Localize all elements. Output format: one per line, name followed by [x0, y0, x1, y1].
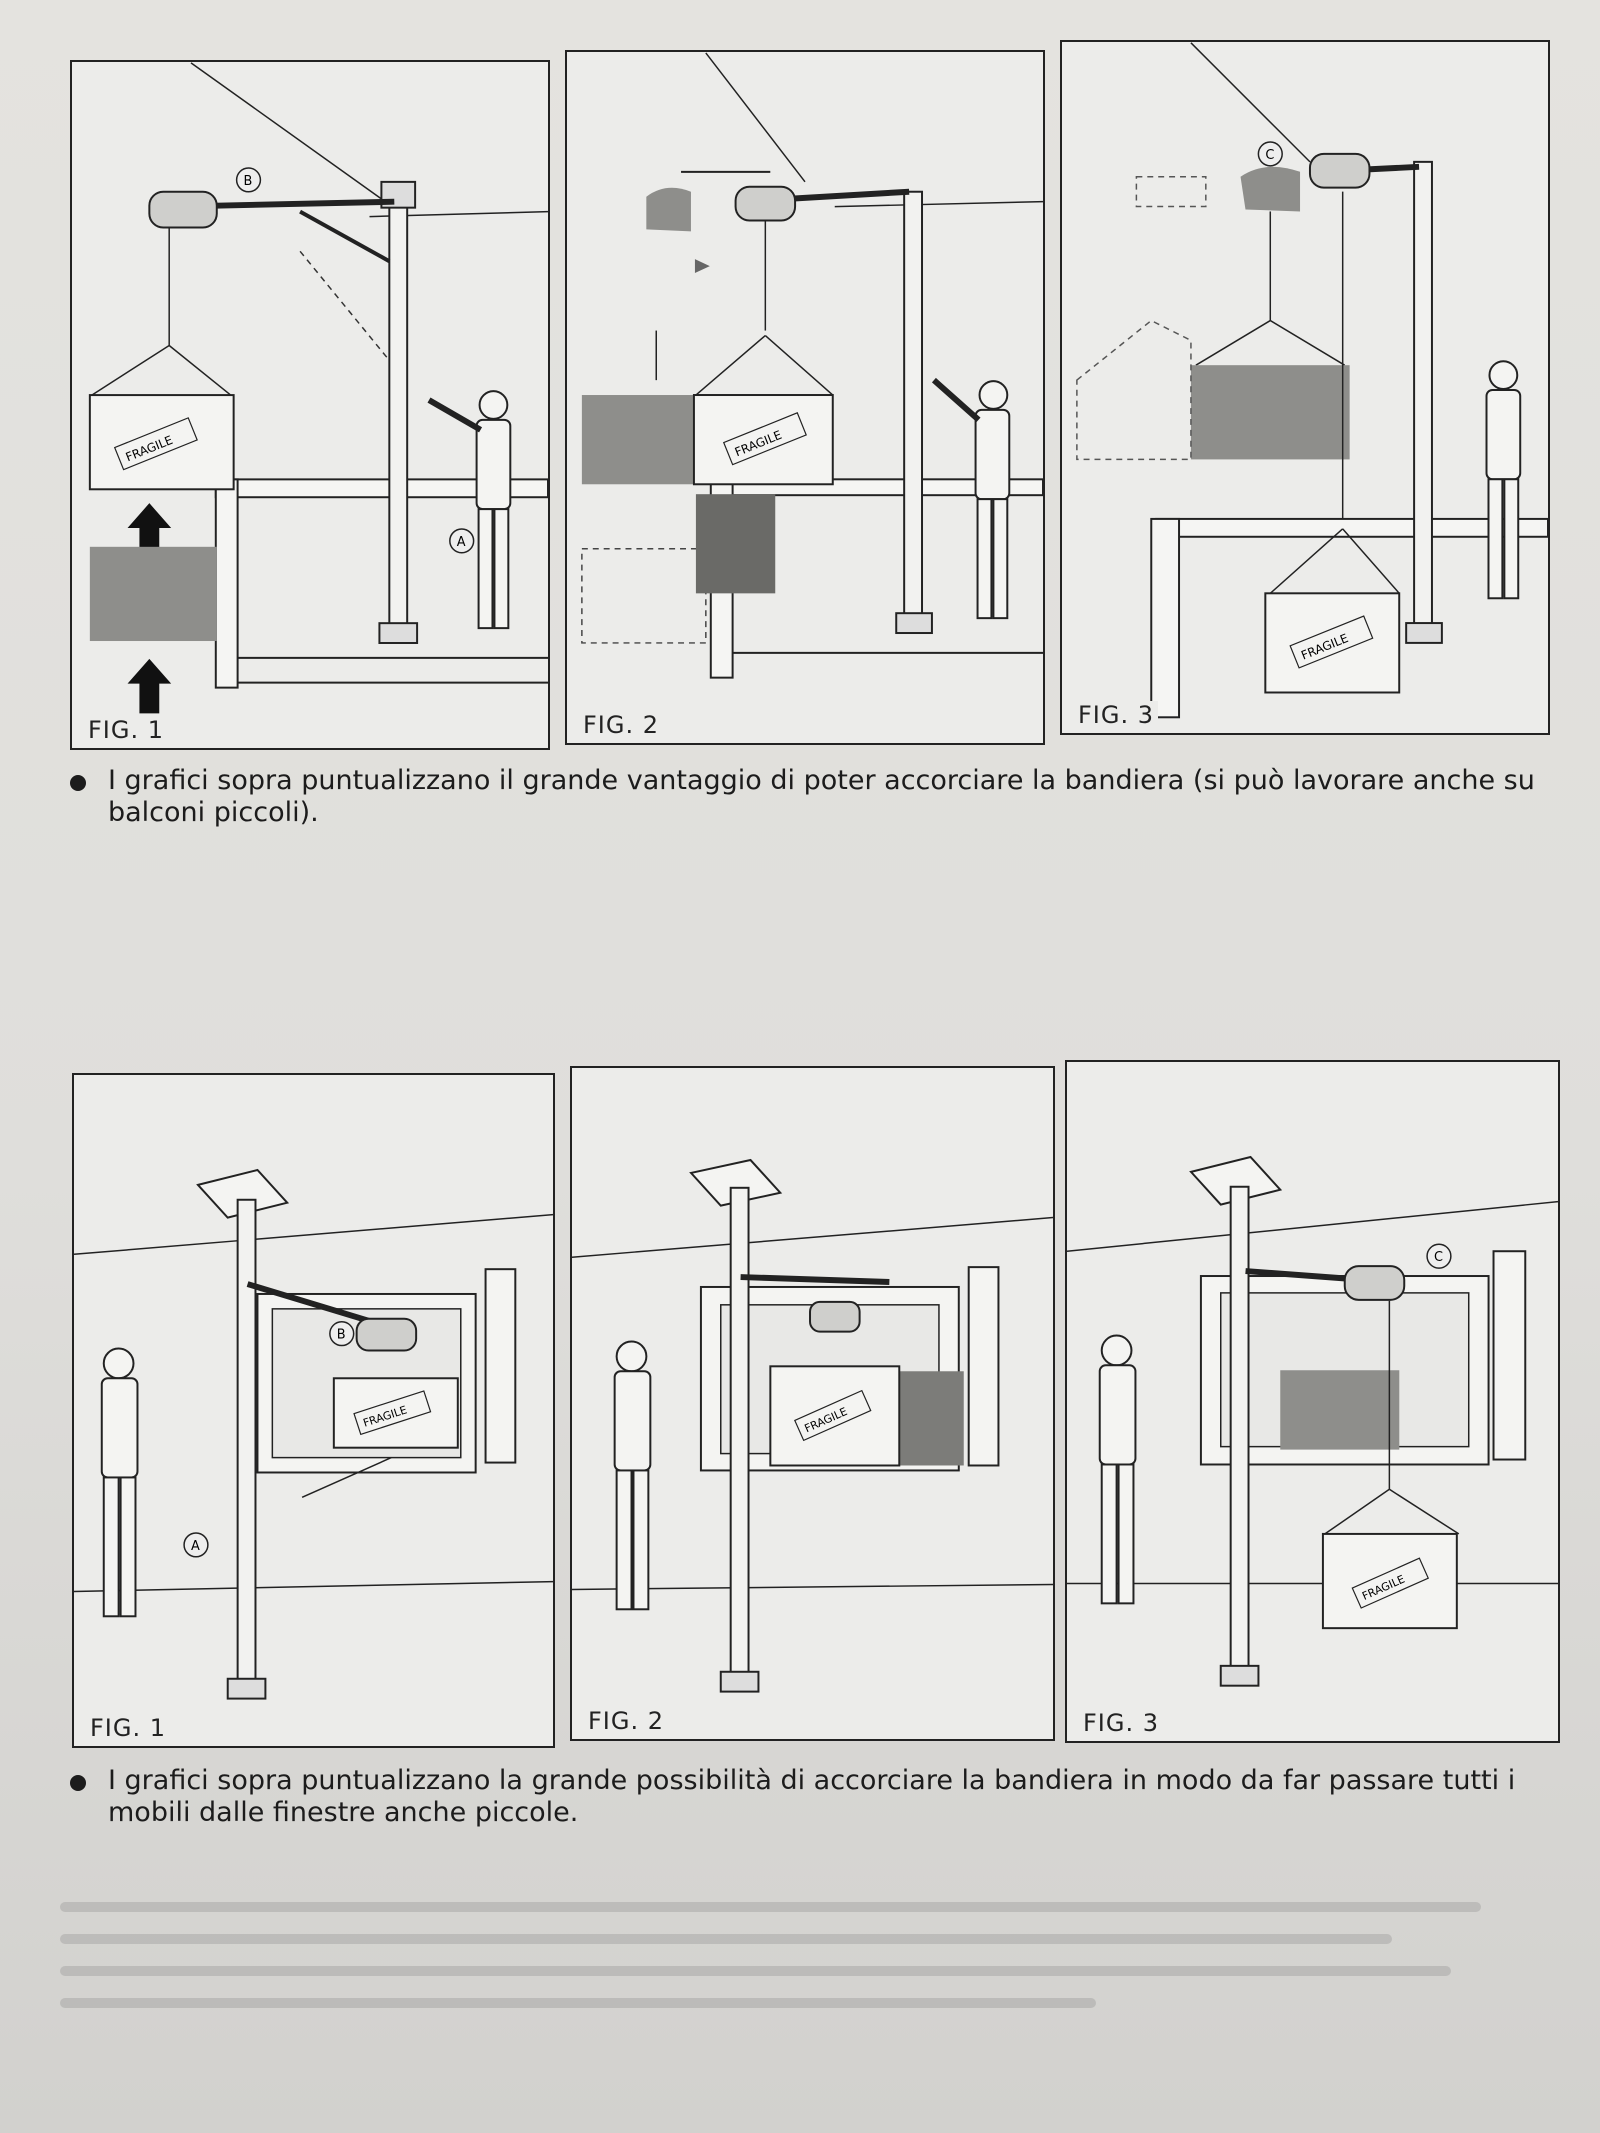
caption-text: I grafici sopra puntualizzano il grande … [108, 765, 1535, 828]
balcony-crane-illustration-1: B FRAGILE A [88, 62, 548, 714]
top-figure-2: FRAGILE FIG. 2 [565, 50, 1045, 745]
figure-label: FIG. 3 [1074, 701, 1159, 729]
figure-label: FIG. 2 [584, 1707, 669, 1735]
balcony-crane-illustration-3: C FRAGILE [1076, 42, 1548, 719]
figure-label: FIG. 1 [86, 1714, 171, 1742]
bottom-figure-3: C FRAGILE FIG. 3 [1065, 1060, 1560, 1743]
bullet-icon [70, 1775, 86, 1791]
callout-b: B [337, 1328, 346, 1343]
callout-b: B [244, 174, 253, 189]
top-figure-3: C FRAGILE FIG. 3 [1060, 40, 1550, 735]
bottom-figure-1: B FRAGILE A FIG. 1 [72, 1073, 555, 1748]
figure-label: FIG. 1 [84, 716, 169, 744]
caption-text: I grafici sopra puntualizzano la grande … [108, 1765, 1516, 1828]
bottom-figure-2: FRAGILE FIG. 2 [570, 1066, 1055, 1741]
balcony-crane-illustration-2: FRAGILE [581, 52, 1043, 679]
window-crane-illustration-2: FRAGILE [572, 1158, 1053, 1693]
bullet-icon [70, 775, 86, 791]
bottom-caption: I grafici sopra puntualizzano la grande … [70, 1765, 1550, 1829]
window-crane-illustration-3: C FRAGILE [1067, 1155, 1558, 1687]
callout-a: A [457, 535, 466, 550]
bleed-through-text [60, 1880, 1540, 2040]
top-caption: I grafici sopra puntualizzano il grande … [70, 765, 1550, 829]
top-figure-1: B FRAGILE A FIG. 1 [70, 60, 550, 750]
callout-c: C [1265, 148, 1274, 163]
window-crane-illustration-1: B FRAGILE A [74, 1168, 553, 1700]
callout-a: A [191, 1539, 200, 1554]
figure-label: FIG. 2 [579, 711, 664, 739]
callout-c: C [1434, 1250, 1443, 1265]
figure-label: FIG. 3 [1079, 1709, 1164, 1737]
